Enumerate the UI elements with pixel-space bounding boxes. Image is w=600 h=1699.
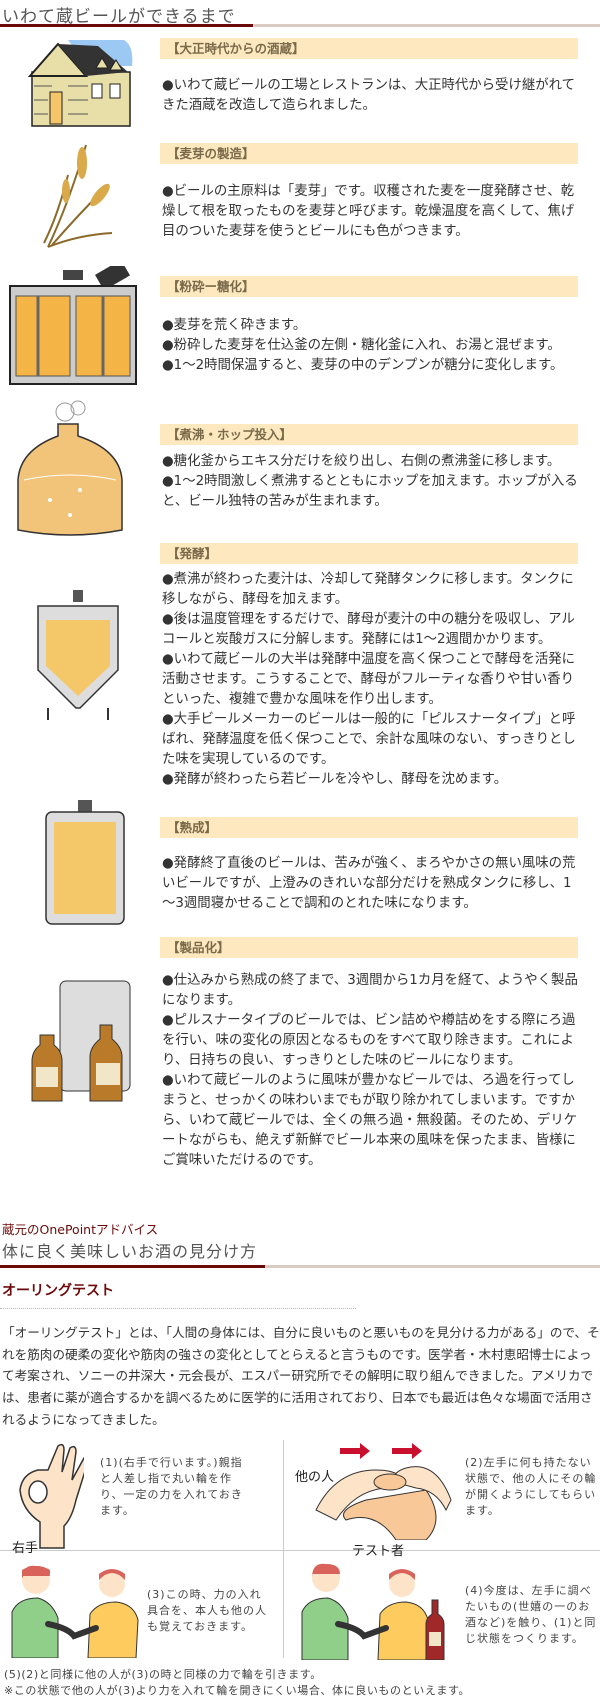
maturation-tank-illustration xyxy=(45,800,125,925)
section-heading: 【煮沸・ホップ投入】 xyxy=(160,424,578,445)
advice-paragraph: 「オーリングテスト」とは、「人間の身体には、自分に良いものと悪いものを見分ける力… xyxy=(2,1325,600,1427)
page-title: いわて蔵ビールができるまで xyxy=(2,7,236,27)
section-text: ●煮沸が終わった麦汁は、冷却して発酵タンクに移します。タンクに移しながら、酵母を… xyxy=(162,572,574,607)
section-text: ●発酵終了直後のビールは、苦みが強く、まろやかさの無い風味の荒いビールですが、上… xyxy=(162,856,576,911)
section-heading: 【大正時代からの酒蔵】 xyxy=(160,38,578,59)
ok-hand-illustration xyxy=(19,1443,84,1549)
note-step-5: (5)(2)と同様に他の人が(3)の時と同様の力で輪を引きます。 xyxy=(4,1668,322,1681)
advice-subtitle: オーリングテスト xyxy=(2,1283,114,1299)
section-text: ●いわて蔵ビールの大半は発酵中温度を高く保つことで酵母を活発に活動させます。こう… xyxy=(162,652,575,707)
section-text: ●1～2時間保温すると、麦芽の中のデンプンが糖分に変化します。 xyxy=(162,358,564,373)
section-heading: 【熟成】 xyxy=(160,817,578,838)
step-2-text: (2)左手に何も持たない状態で、他の人にその輪が開くようにしてもらいます。 xyxy=(465,1456,597,1517)
grid-divider-horizontal xyxy=(0,1550,600,1551)
section-text: ●仕込みから熟成の終了まで、3週間から1カ月を経て、ようやく製品になります。 xyxy=(162,973,578,1008)
two-people-illustration xyxy=(11,1565,139,1658)
section-text: ●ビールの主原料は「麦芽」です。収穫された麦を一度発酵させ、乾燥して根を取ったも… xyxy=(162,184,575,239)
section-heading: 【粉砕ー糖化】 xyxy=(160,276,578,297)
section-text: ●いわて蔵ビールのように風味が豊かなビールでは、ろ過を行ってしまうと、せっかくの… xyxy=(162,1073,578,1168)
section-text: ●麦芽を荒く砕きます。 xyxy=(162,318,307,333)
ring-pull-hands-illustration xyxy=(315,1443,452,1540)
step-1-text: (1)(右手で行います。)親指と人差し指で丸い輪を作り、一定の力を入れておきます… xyxy=(100,1456,243,1517)
section-text: ●糖化釜からエキス分だけを絞り出し、右側の煮沸釜に移します。 xyxy=(162,454,561,469)
section-heading: 【発酵】 xyxy=(160,543,578,564)
step-4-text: (4)今度は、左手に調べたいもの(世嬉の一のお酒など)を触り、(1)と同じ状態を… xyxy=(465,1584,597,1645)
label-other-person: 他の人 xyxy=(295,1470,335,1485)
brewery-building-illustration xyxy=(28,40,133,127)
mash-tun-illustration xyxy=(9,266,137,385)
note-conclusion: ※この状態で他の人が(3)より力を入れて輪を開きにくい場合、体に良いものといえま… xyxy=(4,1684,471,1697)
label-tester: テスト者 xyxy=(352,1544,405,1559)
section-text: ●いわて蔵ビールの工場とレストランは、大正時代から受け継がれてきた酒蔵を改造して… xyxy=(162,78,575,113)
barley-illustration xyxy=(43,144,113,248)
section-text: ●大手ビールメーカーのビールは一般的に「ピルスナータイプ」と呼ばれ、発酵温度を低… xyxy=(162,712,576,767)
title-divider xyxy=(0,24,600,27)
bottles-keg-illustration xyxy=(31,980,131,1102)
dotted-divider xyxy=(0,1308,356,1309)
step-3-text: (3)この時、力の入れ具合を、本人も他の人も覚えておきます。 xyxy=(147,1588,267,1633)
section-heading: 【麦芽の製造】 xyxy=(160,143,578,164)
advice-kicker: 蔵元のOnePointアドバイス xyxy=(2,1222,159,1237)
section-text: ●1～2時間激しく煮沸するとともにホップを加えます。ホップが入ると、ビール独特の… xyxy=(162,474,578,509)
two-people-with-bottle-illustration xyxy=(301,1563,445,1660)
section-text: ●発酵が終わったら若ビールを冷やし、酵母を沈めます。 xyxy=(162,772,508,787)
grid-divider-vertical xyxy=(283,1440,284,1658)
section-heading: 【製品化】 xyxy=(160,937,578,958)
section-text: ●ピルスナータイプのビールでは、ビン詰めや樽詰めをする際にろ過を行い、味の変化の… xyxy=(162,1013,576,1068)
boiling-kettle-illustration xyxy=(17,400,123,536)
section-text: ●粉砕した麦芽を仕込釜の左側・糖化釜に入れ、お湯と混ぜます。 xyxy=(162,338,561,353)
advice-title: 体に良く美味しいお酒の見分け方 xyxy=(2,1242,258,1261)
label-right-hand: 右手 xyxy=(12,1541,39,1556)
advice-divider xyxy=(0,1265,600,1268)
section-text: ●後は温度管理をするだけで、酵母が麦汁の中の糖分を吸収し、アルコールと炭酸ガスに… xyxy=(162,612,575,647)
fermentation-tank-illustration xyxy=(37,590,119,720)
